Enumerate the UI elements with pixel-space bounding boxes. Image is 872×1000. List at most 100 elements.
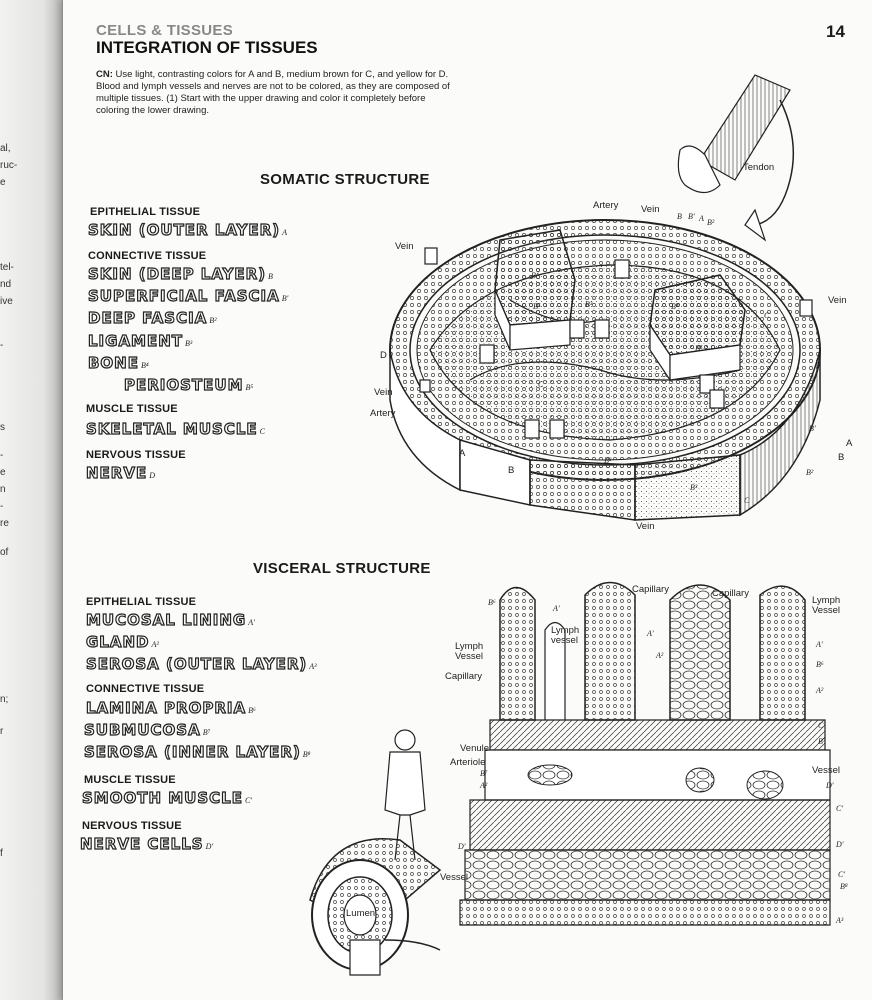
label-b4-left: B⁴ <box>531 271 539 280</box>
somatic-epithelial-heading: EPITHELIAL TISSUE <box>90 206 201 218</box>
label-lymph-vessel-right: Lymph Vessel <box>812 595 841 616</box>
margin-text: f <box>0 848 3 859</box>
label-b3-face: B³ <box>690 483 698 492</box>
page-number: 14 <box>826 22 845 41</box>
label-a2-mid: A² <box>656 651 664 660</box>
label-a-top: A <box>699 214 704 223</box>
label-c-bottom: C <box>744 496 750 505</box>
margin-text: - <box>0 450 4 461</box>
label-b2-right: B² <box>806 468 814 477</box>
label-a1-right: A' <box>816 640 823 649</box>
label-a1-top: A' <box>553 604 560 613</box>
label-b2-top: B² <box>707 218 715 227</box>
margin-text: ive <box>0 296 13 307</box>
margin-text: n; <box>0 694 9 705</box>
label-b3-bottom: B³ <box>604 456 612 465</box>
bone-left <box>494 229 576 351</box>
label-b3-left: B³ <box>585 300 593 309</box>
label-b-face: B <box>508 465 515 476</box>
label-c1-right: C' <box>818 721 826 730</box>
label-vein-bottom: Vein <box>636 521 655 532</box>
label-b5-right: B⁵ <box>695 344 703 353</box>
label-b6-left: B⁶ <box>488 598 496 607</box>
label-d: D <box>380 350 387 361</box>
label-artery-top: Artery <box>593 200 619 211</box>
margin-text: re <box>0 518 9 529</box>
label-b8-right: B⁸ <box>840 882 848 891</box>
chapter-subtitle: CELLS & TISSUES <box>96 22 234 39</box>
label-lymph-vessel-inner: Lymph vessel <box>551 625 580 646</box>
somatic-cross-section-diagram <box>389 74 821 521</box>
label-capillary-left: Capillary <box>445 671 482 682</box>
label-c1-b8: C' <box>838 870 846 879</box>
label-venule: Venule <box>460 743 490 754</box>
label-b7-left: B⁷ <box>480 769 488 778</box>
label-tendon: Tendon <box>743 162 775 173</box>
label-vessel-bottom: Vessel <box>440 872 468 883</box>
label-d1-low: D' <box>836 840 844 849</box>
margin-text: - <box>0 340 4 351</box>
label-d1-left: D' <box>458 842 466 851</box>
label-b7-right: B⁷ <box>818 737 826 746</box>
label-vein-right: Vein <box>828 295 847 306</box>
label-arteriole: Arteriole <box>450 757 486 768</box>
label-b1-top: B' <box>688 212 695 221</box>
label-b1-right: B' <box>809 424 816 433</box>
instructions-prefix: CN: <box>96 69 113 80</box>
arm-sketch <box>677 74 795 242</box>
visceral-connective-heading: CONNECTIVE TISSUE <box>86 683 205 695</box>
term-skin-deep: SKIN (DEEP LAYER)B <box>87 264 273 283</box>
label-vein-mid: Vein <box>374 387 393 398</box>
margin-text: r <box>0 726 4 737</box>
label-a1-mid: A' <box>647 629 654 638</box>
margin-text: of <box>0 547 9 558</box>
somatic-connective-heading: CONNECTIVE TISSUE <box>88 250 207 262</box>
bone-right <box>649 274 746 382</box>
label-a-face: A <box>459 448 466 459</box>
visceral-epithelial-heading: EPITHELIAL TISSUE <box>86 596 197 608</box>
label-c-mid: C <box>538 380 544 389</box>
term-serosa-outer: SEROSA (OUTER LAYER)A³ <box>85 654 317 673</box>
somatic-muscle-heading: MUSCLE TISSUE <box>86 403 178 415</box>
label-lymph-vessel-left: Lymph Vessel <box>455 641 484 662</box>
visceral-intestine-diagram <box>309 581 831 976</box>
margin-text: n <box>0 484 6 495</box>
label-a2-left: A² <box>480 781 488 790</box>
label-vein-left: Vein <box>395 241 414 252</box>
margin-text: s <box>0 422 5 433</box>
somatic-section-title: SOMATIC STRUCTURE <box>260 171 430 188</box>
label-vein-top: Vein <box>641 204 660 215</box>
intestine-tube <box>309 838 442 976</box>
margin-text: nd <box>0 279 12 290</box>
label-vessel-right: Vessel <box>812 765 840 776</box>
label-d1-right: D' <box>826 781 834 790</box>
term-serosa-inner: SEROSA (INNER LAYER)B⁸ <box>83 742 311 761</box>
margin-text: al, <box>0 143 11 154</box>
page-title: INTEGRATION OF TISSUES <box>96 38 318 57</box>
instructions-text: Use light, contrasting colors for A and … <box>96 69 450 116</box>
label-c-right: C <box>764 311 770 320</box>
label-capillary-top2: Capillary <box>712 588 749 599</box>
label-capillary-top1: Capillary <box>632 584 669 595</box>
label-b4-right: B⁴ <box>671 302 679 311</box>
margin-text: e <box>0 177 6 188</box>
label-c1-low: C' <box>836 804 844 813</box>
label-lumen: Lumen <box>346 908 376 919</box>
label-artery-mid: Artery <box>370 408 396 419</box>
label-b5-left: B⁵ <box>533 302 541 311</box>
margin-text: e <box>0 467 6 478</box>
human-figure <box>384 729 426 861</box>
margin-text: ruc- <box>0 160 18 171</box>
